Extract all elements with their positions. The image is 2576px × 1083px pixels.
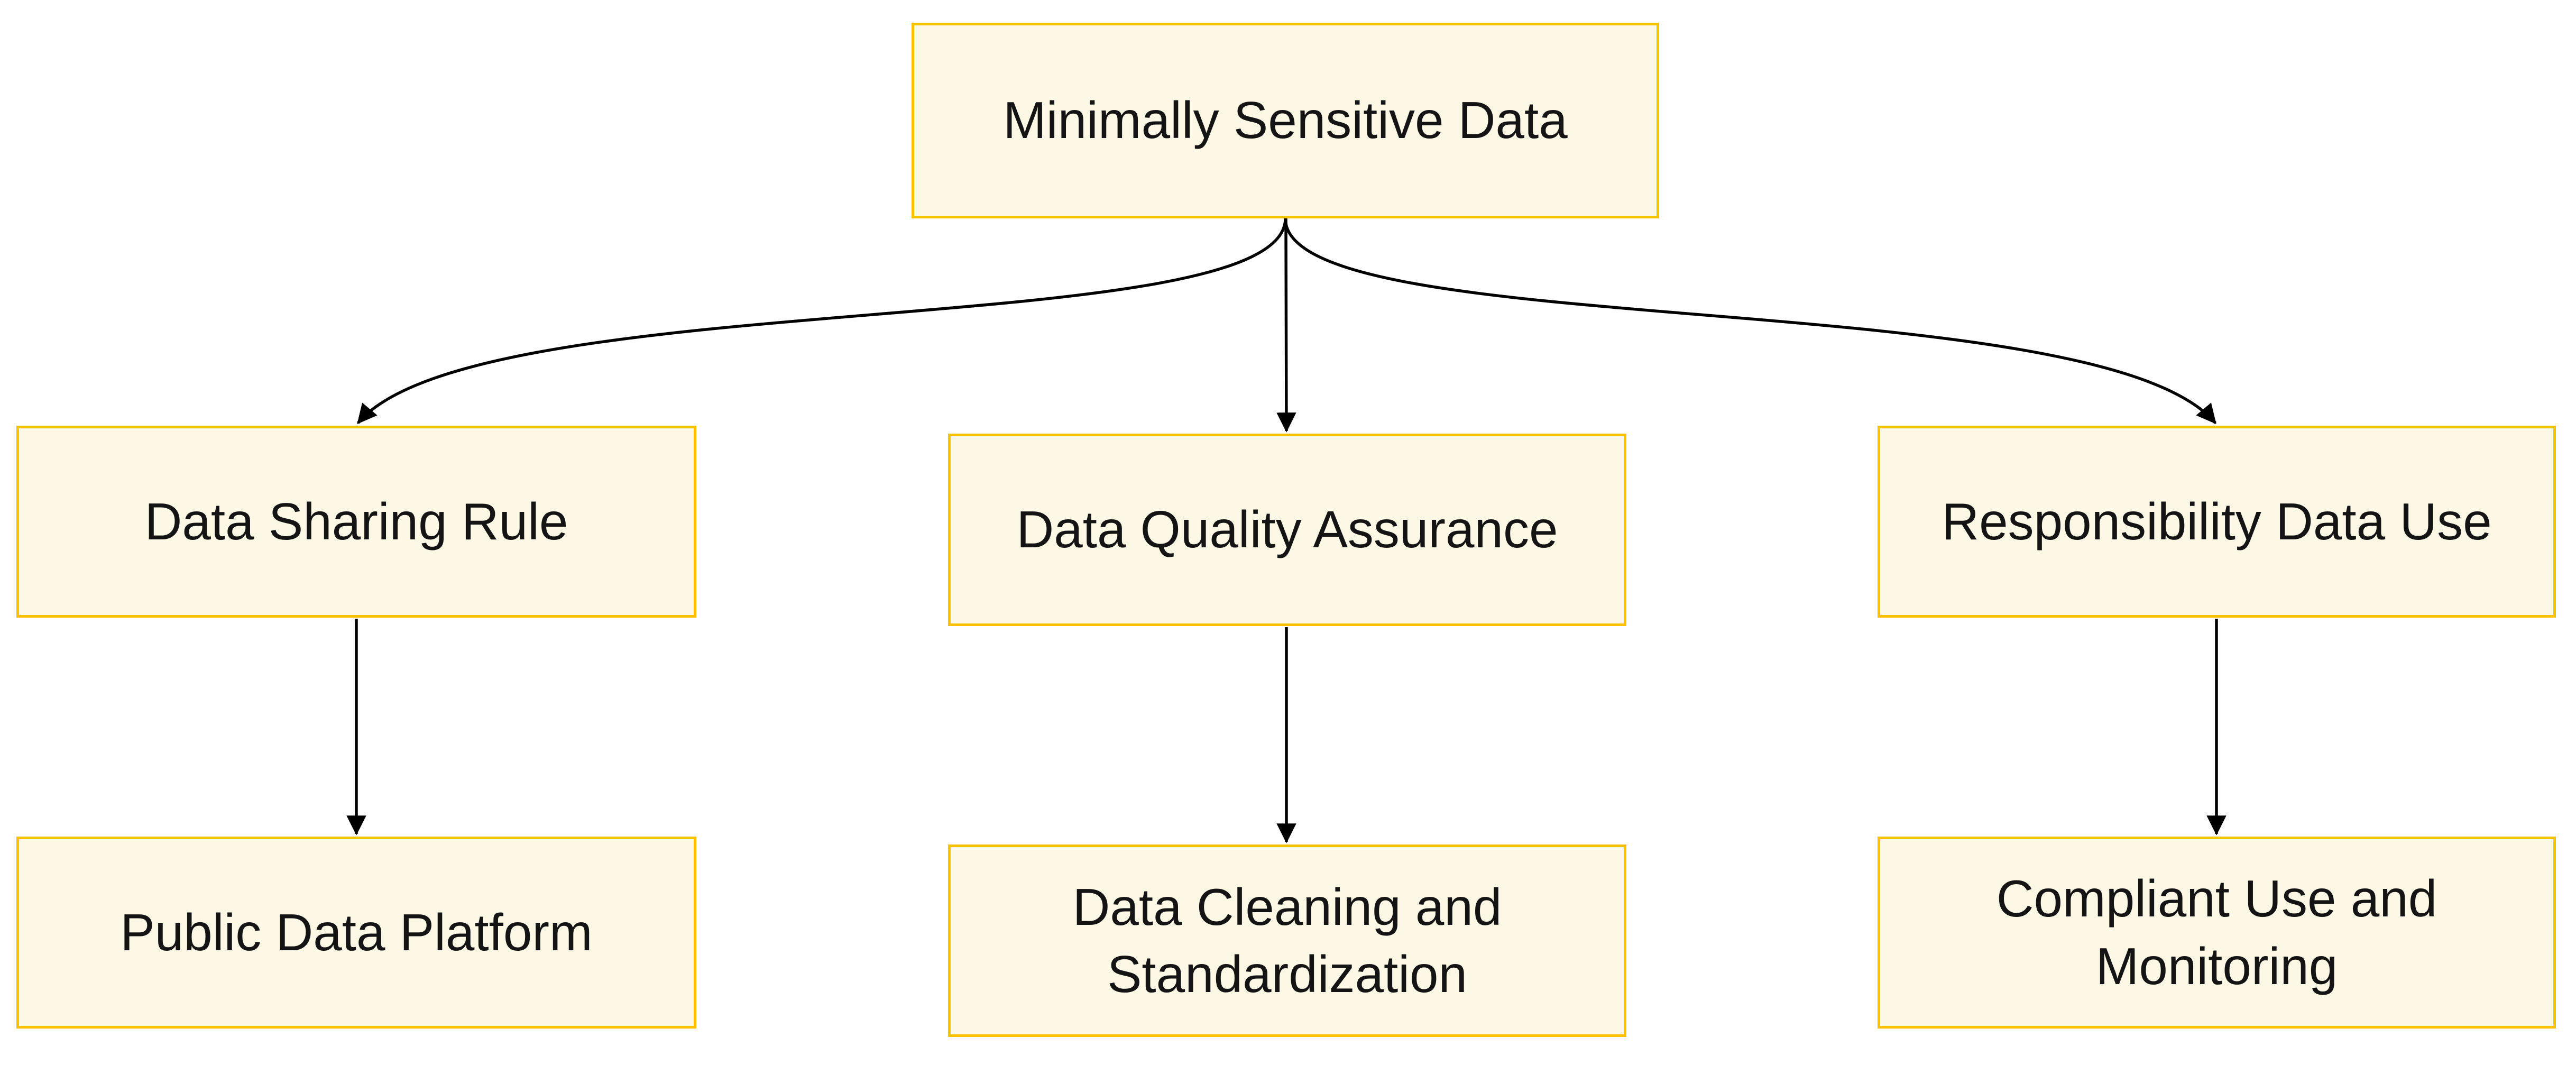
node-data-cleaning-and-standardization: Data Cleaning and Standardization [948,845,1626,1037]
node-minimally-sensitive-data: Minimally Sensitive Data [912,23,1659,218]
edge-root-to-responsibility-data-use [1284,218,2217,424]
node-compliant-use-and-monitoring-label: Compliant Use and Monitoring [1996,869,2437,995]
node-responsibility-data-use-label: Responsibility Data Use [1942,492,2492,550]
node-public-data-platform: Public Data Platform [16,837,696,1029]
node-data-quality-assurance-label: Data Quality Assurance [1016,500,1558,559]
edge-root-to-data-sharing-rule [356,218,1287,424]
node-minimally-sensitive-data-label: Minimally Sensitive Data [1003,91,1568,150]
node-compliant-use-and-monitoring: Compliant Use and Monitoring [1878,837,2556,1029]
node-data-sharing-rule: Data Sharing Rule [16,426,696,618]
node-responsibility-data-use: Responsibility Data Use [1878,426,2556,618]
node-data-sharing-rule-label: Data Sharing Rule [144,492,568,550]
node-data-quality-assurance: Data Quality Assurance [948,434,1626,626]
node-data-cleaning-and-standardization-label: Data Cleaning and Standardization [1072,877,1502,1003]
node-public-data-platform-label: Public Data Platform [120,903,593,961]
